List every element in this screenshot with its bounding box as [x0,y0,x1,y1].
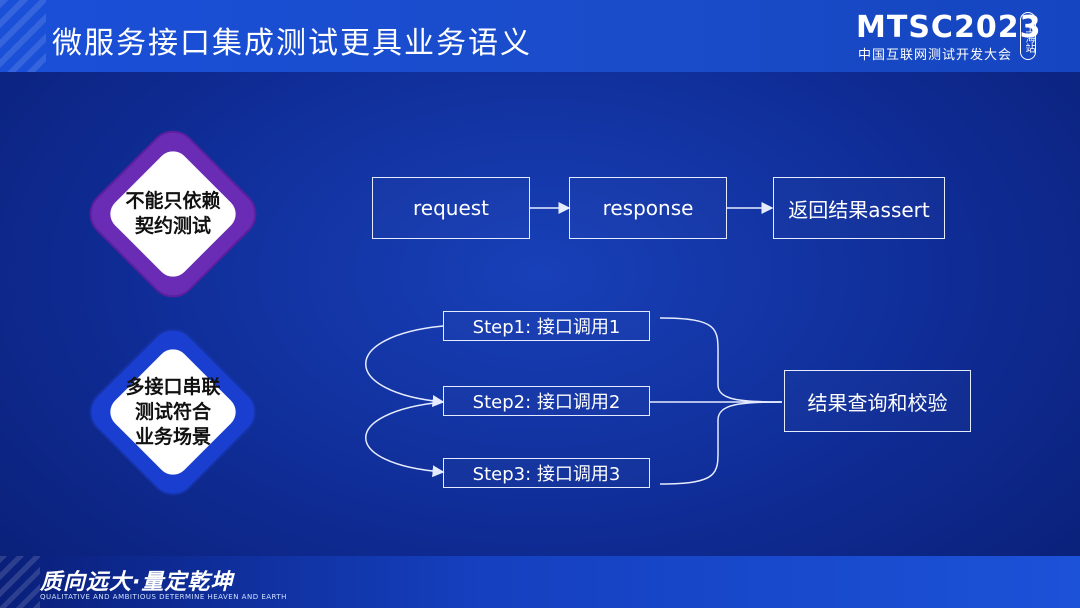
footer-bar [0,556,1080,608]
curve-step1-step2 [365,325,445,407]
header-bar [0,0,1080,72]
footer-stripes-decoration [0,556,40,608]
brand-city-badge: 上海站 [1020,12,1036,60]
step-box-2: Step2: 接口调用2 [443,386,650,416]
curve-step2-step3 [365,401,445,478]
bracket-step3 [659,401,783,485]
diamond-label-line: 契约测试 [134,215,211,237]
diamond-label-line: 多接口串联 [125,375,221,398]
result-verification-box: 结果查询和校验 [784,370,971,432]
header-stripes-decoration [0,0,46,72]
diamond-label-line: 测试符合 [134,400,211,423]
diamond-label: 多接口串联 测试符合 业务场景 [80,319,266,505]
flow-box-assert: 返回结果assert [773,177,945,239]
brand-name: MTSC2023 [856,10,1042,45]
diamond-label-line: 业务场景 [134,425,211,448]
diamond-multi-interface: 多接口串联 测试符合 业务场景 [80,319,266,505]
bracket-step1 [659,317,783,403]
brand-logo: MTSC2023 中国互联网测试开发大会 上海站 [856,8,1046,66]
step-box-3: Step3: 接口调用3 [443,458,650,488]
page-title: 微服务接口集成测试更具业务语义 [52,26,532,61]
diamond-label-line: 不能只依赖 [125,190,221,212]
flow-box-request: request [372,177,530,239]
flow-box-response: response [569,177,727,239]
diamond-label: 不能只依赖 契约测试 [80,121,266,307]
step-box-1: Step1: 接口调用1 [443,311,650,341]
footer-slogan-english: QUALITATIVE AND AMBITIOUS DETERMINE HEAV… [40,593,287,601]
footer-slogan: 质向远大·量定乾坤 [40,570,234,595]
diamond-contract-testing: 不能只依赖 契约测试 [80,121,266,307]
brand-subtitle: 中国互联网测试开发大会 [858,48,1013,63]
